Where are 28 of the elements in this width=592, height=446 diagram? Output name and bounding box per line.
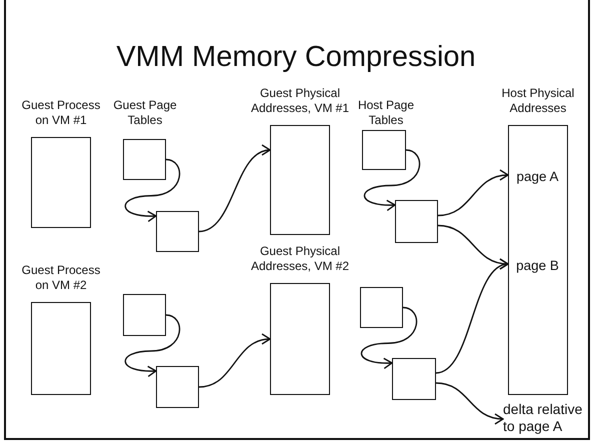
- region-heading: Host Physical Addresses: [500, 86, 576, 116]
- curved-arrow: [124, 314, 180, 377]
- page-table-box: [392, 358, 436, 400]
- page-label: page B: [509, 253, 566, 277]
- memory-note: delta relative to page A: [503, 401, 591, 437]
- curved-arrow: [198, 146, 271, 232]
- page-table-box: [123, 294, 166, 336]
- curved-arrow: [360, 306, 418, 369]
- page-table-box: [362, 130, 406, 170]
- curved-arrow: [438, 170, 509, 216]
- region-heading: Guest Process on VM #1: [20, 98, 102, 128]
- page-table-box: [156, 366, 199, 408]
- curved-arrow: [436, 260, 509, 374]
- curved-arrow: [198, 334, 271, 388]
- page-label: page A: [509, 164, 566, 188]
- column-heading: Host Page Tables: [356, 98, 416, 128]
- page-table-box: [360, 287, 403, 328]
- page-table-box: [123, 139, 166, 180]
- curved-arrow: [436, 382, 504, 424]
- diagram-title: VMM Memory Compression: [115, 40, 477, 74]
- curved-arrow: [124, 158, 180, 222]
- region-heading: Guest Process on VM #2: [20, 263, 102, 293]
- column-heading: Guest Page Tables: [112, 98, 178, 128]
- page-table-box: [156, 211, 199, 252]
- page-table-box: [395, 200, 438, 243]
- curved-arrow: [364, 149, 420, 211]
- region-heading: Guest Physical Addresses, VM #1: [250, 86, 350, 116]
- region-heading: Guest Physical Addresses, VM #2: [250, 244, 350, 274]
